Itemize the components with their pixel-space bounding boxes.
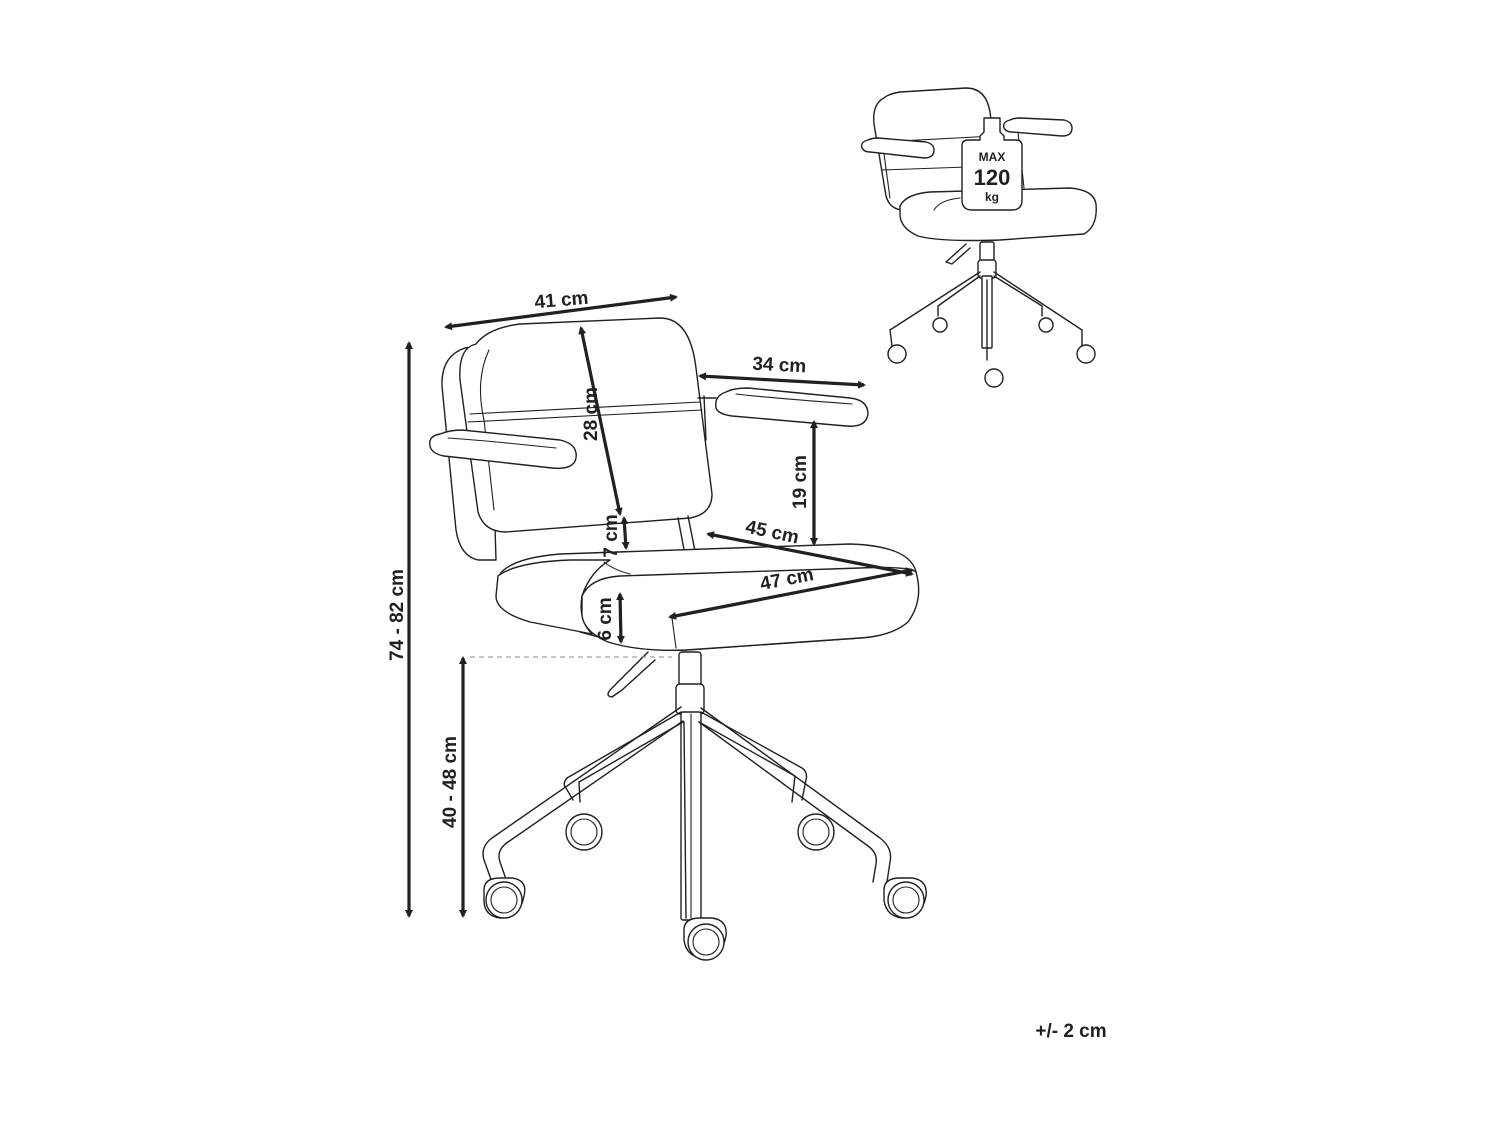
caster-front-right (883, 877, 927, 919)
label-armrest-length: 34 cm (752, 354, 807, 378)
tolerance-note: +/- 2 cm (1035, 1021, 1106, 1042)
caster-front-left (483, 877, 526, 919)
dim-arrow-seat-width (668, 567, 914, 620)
max-load-line2: 120 (974, 165, 1011, 190)
chair-legs (482, 706, 892, 919)
label-seat-height: 40 - 48 cm (440, 736, 461, 828)
caster-rear-right (797, 813, 835, 851)
dim-arrow-back-gap (620, 516, 630, 550)
armrest-right (697, 387, 869, 441)
caster-rear-left (565, 813, 603, 851)
label-back-gap: 7 cm (601, 514, 622, 557)
label-total-height: 74 - 82 cm (387, 569, 408, 661)
caster-front-center (683, 917, 727, 961)
label-seat-thickness: 6 cm (595, 597, 616, 640)
casters (483, 813, 927, 961)
seat (495, 543, 920, 651)
label-back-height: 28 cm (581, 387, 602, 441)
main-chair-drawing (429, 317, 927, 961)
dim-arrow-armrest-length (698, 372, 866, 389)
dimension-lines (405, 293, 914, 918)
label-back-width: 41 cm (534, 288, 590, 314)
small-chair-icon (860, 87, 1097, 388)
max-load-weight-icon: MAX 120 kg (961, 117, 1023, 211)
armrest-left (429, 429, 577, 469)
dimension-labels: 41 cm 28 cm 34 cm 19 cm 7 cm 45 cm 47 cm… (387, 288, 815, 828)
max-load-line1: MAX (979, 150, 1006, 164)
armrests (429, 387, 869, 469)
label-armrest-height: 19 cm (790, 455, 811, 509)
dim-arrow-seat-thickness (616, 592, 625, 644)
max-load-line3: kg (985, 190, 999, 204)
dim-arrow-back-width (444, 293, 678, 331)
dim-arrow-back-height (578, 326, 623, 516)
gas-column (607, 651, 705, 921)
